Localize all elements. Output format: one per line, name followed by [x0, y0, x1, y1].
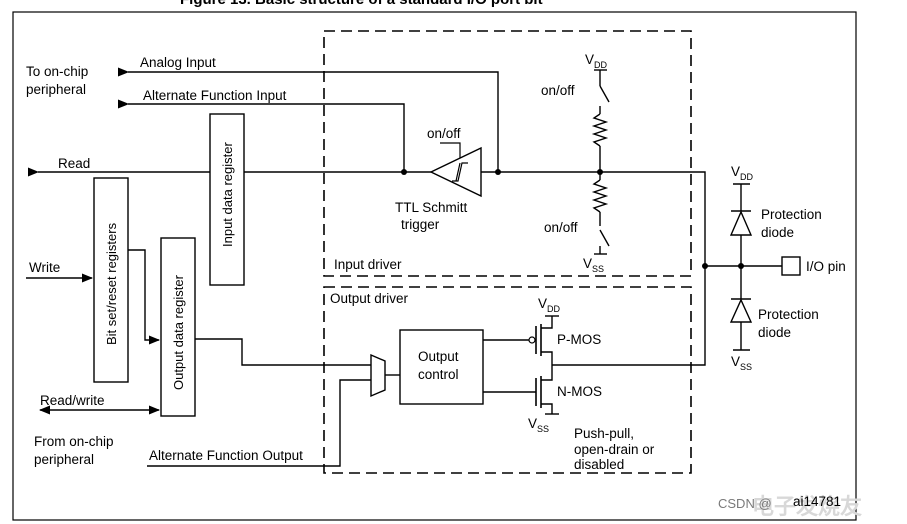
figure-frame [12, 11, 857, 521]
pmos-drain [541, 351, 553, 365]
output-driver-box [323, 286, 692, 474]
pmos-vdd-label: VDD [538, 296, 561, 314]
figure-caption: Figure 13. Basic structure of a standard… [180, 0, 543, 8]
bit-set-reset-label: Bit set/reset registers [104, 222, 119, 345]
write-label: Write [29, 260, 60, 275]
protection-vss-label: VSS [731, 354, 752, 372]
hysteresis-icon [452, 162, 468, 182]
from-onchip-label: From on-chip [34, 434, 114, 449]
junction-dot [738, 263, 744, 269]
input-driver-box [323, 30, 692, 277]
analog-input-line [117, 67, 499, 172]
output-mux [370, 353, 386, 398]
bsrr-to-odr-line [128, 249, 161, 345]
nmos-vss-label: VSS [528, 416, 549, 434]
output-control-block [399, 329, 484, 405]
junction-dot [495, 169, 501, 175]
to-onchip-label: To on-chip [26, 64, 88, 79]
io-pin-pad [781, 256, 801, 276]
trigger-enable-line [440, 142, 461, 158]
protection-diode-bottom-label: Protection [758, 307, 819, 322]
protection-diode-top [729, 210, 753, 236]
junction-dot [401, 169, 407, 175]
input-driver-label: Input driver [334, 257, 402, 272]
pin-bus-line [691, 171, 706, 366]
odr-output-line [195, 338, 371, 366]
output-control-label: Output [418, 349, 459, 364]
vss-pulldown-label: VSS [583, 256, 604, 274]
pulldown-resistor [591, 179, 609, 213]
output-mode-label: Push-pull, [574, 426, 634, 441]
protection-diode-bottom-label-2: diode [758, 325, 791, 340]
io-pin-label: I/O pin [806, 259, 846, 274]
input-data-register [209, 113, 245, 286]
alt-function-output-line [147, 379, 371, 467]
nmos-drain [541, 365, 553, 381]
output-data-register [160, 237, 196, 417]
pullup-onoff-label: on/off [541, 83, 575, 98]
to-onchip-label-2: peripheral [26, 82, 86, 97]
protection-vdd-label: VDD [731, 164, 754, 182]
from-onchip-label-2: peripheral [34, 452, 94, 467]
watermark-site: 电子发烧友 [752, 494, 862, 519]
pmos-gate-bubble [528, 336, 536, 344]
read-label: Read [58, 156, 90, 171]
output-mode-label-2: open-drain or [574, 442, 655, 457]
alt-function-input-label: Alternate Function Input [143, 88, 287, 103]
watermark-csdn: CSDN @ [718, 496, 772, 511]
pmos-label: P-MOS [557, 332, 601, 347]
nmos-source [541, 403, 553, 414]
output-control-label-2: control [418, 367, 459, 382]
protection-diode-bottom [729, 298, 753, 323]
output-data-register-label: Output data register [171, 274, 186, 390]
nmos-label: N-MOS [557, 384, 602, 399]
alt-function-input-line [117, 99, 405, 172]
schmitt-label-2: trigger [401, 217, 440, 232]
pulldown-switch [599, 229, 610, 247]
pullup-resistor [591, 113, 609, 147]
pullup-switch [599, 85, 610, 103]
read-write-label: Read/write [40, 393, 105, 408]
trigger-onoff-label: on/off [427, 126, 461, 141]
analog-input-label: Analog Input [140, 55, 216, 70]
input-data-register-label: Input data register [220, 142, 235, 247]
schmitt-label: TTL Schmitt [395, 200, 468, 215]
bit-set-reset-register [93, 177, 129, 383]
schmitt-trigger-symbol [429, 146, 482, 198]
pmos-source [541, 316, 553, 329]
figure-id: ai14781 [793, 494, 841, 509]
protection-diode-top-label: Protection [761, 207, 822, 222]
pulldown-onoff-label: on/off [544, 220, 578, 235]
protection-diode-top-label-2: diode [761, 225, 794, 240]
alt-function-output-label: Alternate Function Output [149, 448, 303, 463]
output-mode-label-3: disabled [574, 457, 624, 472]
output-driver-label: Output driver [330, 291, 409, 306]
vdd-pullup-label: VDD [585, 52, 608, 70]
